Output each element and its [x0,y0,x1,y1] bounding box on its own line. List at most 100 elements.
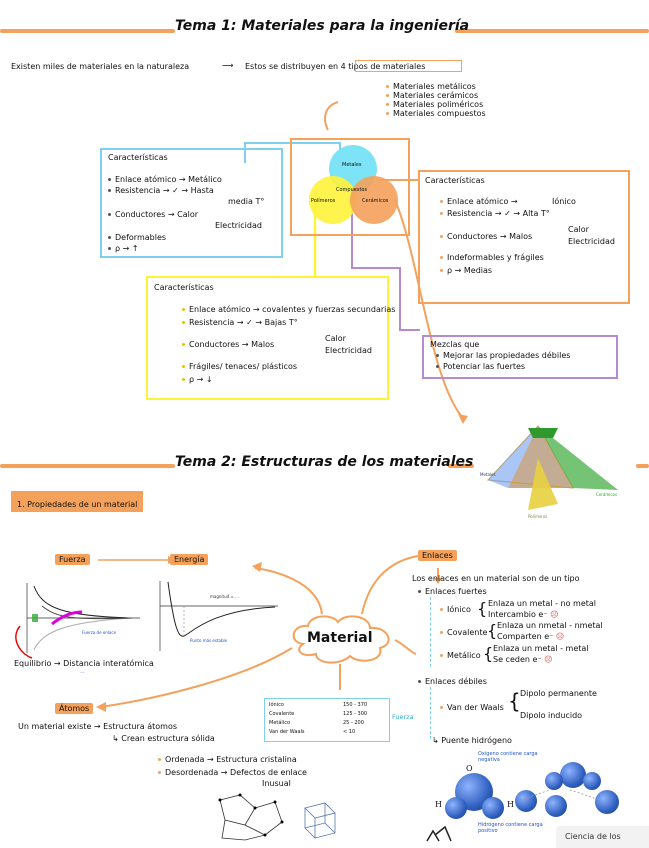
enlaces-debiles: Enlaces débiles [418,677,487,686]
venn-label-polimeros: Polímeros [311,198,336,204]
metalico-desc-2: Se ceden e⁻ ☹ [493,655,553,664]
material-label: Material [307,630,373,646]
intro-text-2: Estos se distribuyen en 4 tipos de mater… [245,62,426,71]
section-heading: 1. Propiedades de un material [11,491,144,512]
types-list: Materiales metálicos Materiales cerámico… [386,82,486,118]
crystal-structure-image [304,802,336,839]
svg-text:Punto más estable: Punto más estable [190,638,228,643]
water-molecule-o4 [545,795,567,817]
water-molecule-h3 [545,772,563,790]
svg-text:Cerámicos: Cerámicos [596,492,617,497]
debiles-bracket [430,687,434,739]
orange-line-3b: Electricidad [568,237,615,246]
orange-line-5: ρ → Medias [440,266,492,275]
ordenada-text: Ordenada → Estructura cristalina [158,755,297,764]
tema1-title: Tema 1: Materiales para la ingeniería [175,18,470,34]
dipolo-2: Dipolo inducido [520,711,583,720]
svg-text:Polímeros: Polímeros [528,514,547,519]
yellow-line-3a: Calor [325,334,346,343]
yellow-line-2: Resistencia → ✓ → Bajas T° [182,318,298,327]
enlaces-intro: Los enlaces en un material son de un tip… [412,574,580,583]
fuerza-energia-connector [98,556,176,564]
orange-line-2: Resistencia → ✓ → Alta T° [440,209,550,218]
water-molecule-o5 [595,790,619,814]
title2-bar-right [448,464,474,468]
fuerza-table-tag: Fuerza [392,713,414,721]
purple-line-1: Mezclas que [430,340,480,349]
enlaces-tag: Enlaces [418,550,457,561]
purple-line-3: Potenciar las fuertes [436,362,525,371]
ionico-brace: { [477,599,488,618]
svg-text:magnitud = ...: magnitud = ... [210,594,239,599]
ionico-label: Iónico [440,605,471,614]
intro-highlight [355,60,462,72]
svg-text:Fuerza de enlace: Fuerza de enlace [82,630,117,635]
venn-label-metales: Metales [342,162,362,168]
title2-bar-left [0,464,175,468]
fuerza-table: Iónico 150 - 370 Covalente 125 - 300 Met… [264,698,390,742]
venn-polimeros [309,176,357,224]
amorphous-structure-image [218,793,284,841]
inusual-text: Inusual [262,779,291,788]
fuerza-tag: Fuerza [55,554,90,565]
metalico-brace: { [483,644,494,663]
equilibrio-text: Equilibrio → Distancia interatómica [14,659,154,668]
hydrogen-symbol-1: H [435,800,442,809]
orange-line-3: Conductores → Malos [440,232,532,241]
water-note-4: positivo [478,828,498,834]
force-graph: Fuerza de enlace [15,583,140,659]
venn-label-compuestos: Compuestos [336,187,368,193]
venn-label-ceramicos: Cerámicos [362,198,389,204]
yellow-line-5: ρ → ↓ [182,375,213,384]
corner-card [556,826,649,848]
title-bar-right [455,29,649,33]
metalico-label: Metálico [440,651,481,660]
yellow-line-3: Conductores → Malos [182,340,274,349]
water-molecule-h4 [583,772,601,790]
covalente-label: Covalente [440,628,487,637]
water-molecule-o2 [560,762,586,788]
enlaces-fuertes: Enlaces fuertes [418,587,487,596]
blue-line-3: media T° [228,197,265,206]
hydrogen-bond-lines [519,789,601,801]
purple-line-2: Mejorar las propiedades débiles [436,351,570,360]
atomos-text-1: Un material existe → Estructura átomos [18,722,178,731]
ionico-desc-1: Enlaza un metal - no metal [488,599,597,608]
orange-line-1: Enlace atómico → [440,197,518,206]
svg-text:Metales: Metales [480,472,496,477]
ternary-diagram-image: Metales Cerámicos Polímeros [480,425,618,519]
orange-line-4: Indeformables y frágiles [440,253,544,262]
covalente-brace: { [487,621,498,640]
equilibrio-subtext: ⋯ [80,670,85,676]
intro-text: Existen miles de materiales en la natura… [11,62,190,71]
yellow-line-4: Frágiles/ tenaces/ plásticos [182,362,297,371]
dipolo-1: Dipolo permanente [520,689,597,698]
covalente-desc-1: Enlaza un nmetal - nmetal [497,621,603,630]
water-note-3: Hidrógeno contiene carga [478,822,543,828]
yellow-line-1: Enlace atómico → covalentes y fuerzas se… [182,305,395,314]
blue-line-7: ρ → ↑ [108,244,139,253]
intro-arrow: ⟶ [222,61,234,70]
blue-heading: Características [108,153,168,162]
blue-line-5: Electricidad [215,221,262,230]
puente-label: ↳ Puente hidrógeno [432,736,512,745]
purple-box [422,335,618,379]
tema2-title: Tema 2: Estructuras de los materiales [175,454,474,470]
blue-line-2: Resistencia → ✓ → Hasta [108,186,214,195]
ionico-desc-2: Intercambio e⁻ ☹ [488,610,559,619]
water-molecule-o3 [515,790,537,812]
corner-text: Ciencia de los [565,832,621,841]
hydrogen-symbol-2: H [507,800,514,809]
energia-tag: Energía [170,554,209,565]
blue-box [100,148,283,258]
vdw-brace: { [508,689,521,713]
yellow-line-3b: Electricidad [325,346,372,355]
venn-frame [290,138,410,236]
title2-bar-far-right [636,464,649,468]
water-note-1: Oxígeno contiene carga [478,751,538,757]
title-bar-left [0,29,175,33]
energy-graph: magnitud = ... Punto más estable [159,581,278,651]
desordenada-text: Desordenada → Defectos de enlace [158,768,307,777]
blue-line-4: Conductores → Calor [108,210,198,219]
venn-ceramicos [350,176,398,224]
